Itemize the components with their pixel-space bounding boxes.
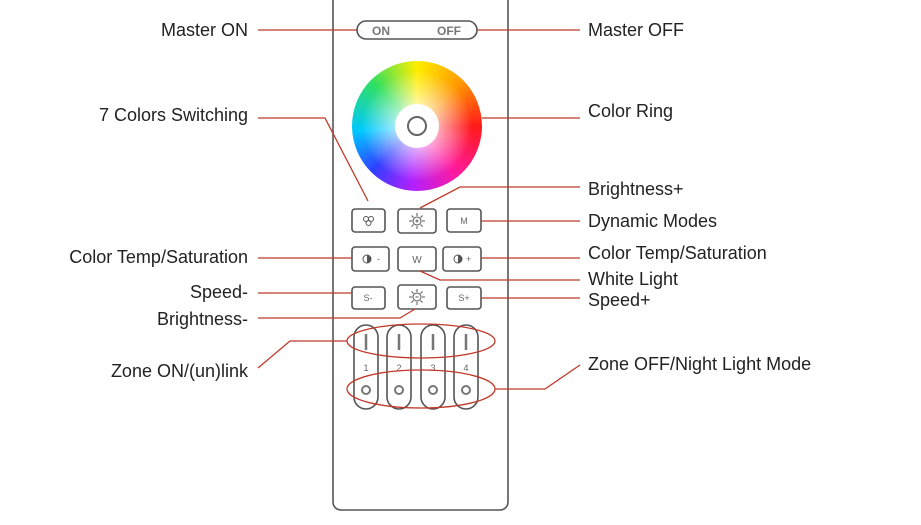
- label-dynamic-modes: Dynamic Modes: [588, 211, 717, 231]
- white-button-label: W: [412, 255, 422, 266]
- three-circles-icon: [363, 216, 374, 226]
- color-temp-minus-button[interactable]: -: [351, 246, 390, 272]
- speed-plus-button[interactable]: S+: [446, 286, 482, 310]
- plus-sign: +: [466, 254, 471, 264]
- label-zone-off: Zone OFF/Night Light Mode: [588, 354, 811, 374]
- color-ring-center-dot[interactable]: [407, 116, 427, 136]
- mode-button[interactable]: M: [446, 208, 482, 233]
- color-ring[interactable]: [352, 61, 482, 191]
- sun-plus-icon: [409, 213, 425, 229]
- label-brightness-minus: Brightness-: [157, 309, 248, 329]
- mode-button-label: M: [460, 216, 468, 226]
- zone-3[interactable]: 3: [420, 324, 446, 410]
- white-light-button[interactable]: W: [397, 246, 437, 272]
- zone-4[interactable]: 4: [453, 324, 479, 410]
- zone-number: 3: [430, 363, 435, 373]
- zone-number: 2: [396, 363, 401, 373]
- label-speed-minus: Speed-: [190, 282, 248, 302]
- off-circle-icon: [361, 385, 371, 395]
- brightness-plus-button[interactable]: [397, 208, 437, 234]
- off-circle-icon: [394, 385, 404, 395]
- zone-2[interactable]: 2: [386, 324, 412, 410]
- color-ring-center: [395, 104, 439, 148]
- label-seven-colors: 7 Colors Switching: [99, 105, 248, 125]
- zone-number: 4: [463, 363, 468, 373]
- off-circle-icon: [428, 385, 438, 395]
- on-button-label: ON: [372, 24, 390, 38]
- zone-number: 1: [363, 363, 368, 373]
- half-circle-icon: [453, 254, 463, 264]
- label-white-light: White Light: [588, 269, 678, 289]
- brightness-minus-button[interactable]: [397, 284, 437, 310]
- callout-lines: [257, 29, 581, 390]
- minus-sign: -: [377, 254, 380, 264]
- speed-minus-label: S-: [364, 293, 373, 303]
- color-temp-plus-button[interactable]: +: [442, 246, 482, 272]
- label-master-on: Master ON: [161, 20, 248, 40]
- label-brightness-plus: Brightness+: [588, 179, 684, 199]
- off-button-label: OFF: [437, 24, 461, 38]
- label-speed-plus: Speed+: [588, 290, 651, 310]
- off-circle-icon: [461, 385, 471, 395]
- zone-1[interactable]: 1: [353, 324, 379, 410]
- speed-plus-label: S+: [458, 293, 469, 303]
- label-color-temp-left: Color Temp/Saturation: [69, 247, 248, 267]
- seven-colors-button[interactable]: [351, 208, 386, 233]
- label-color-ring: Color Ring: [588, 101, 673, 121]
- half-circle-icon: [362, 254, 372, 264]
- on-off-switch[interactable]: ON OFF: [356, 20, 478, 40]
- label-zone-on: Zone ON/(un)link: [111, 361, 249, 381]
- sun-minus-icon: [409, 289, 425, 305]
- label-color-temp-right: Color Temp/Saturation: [588, 243, 767, 263]
- label-master-off: Master OFF: [588, 20, 684, 40]
- speed-minus-button[interactable]: S-: [351, 286, 386, 310]
